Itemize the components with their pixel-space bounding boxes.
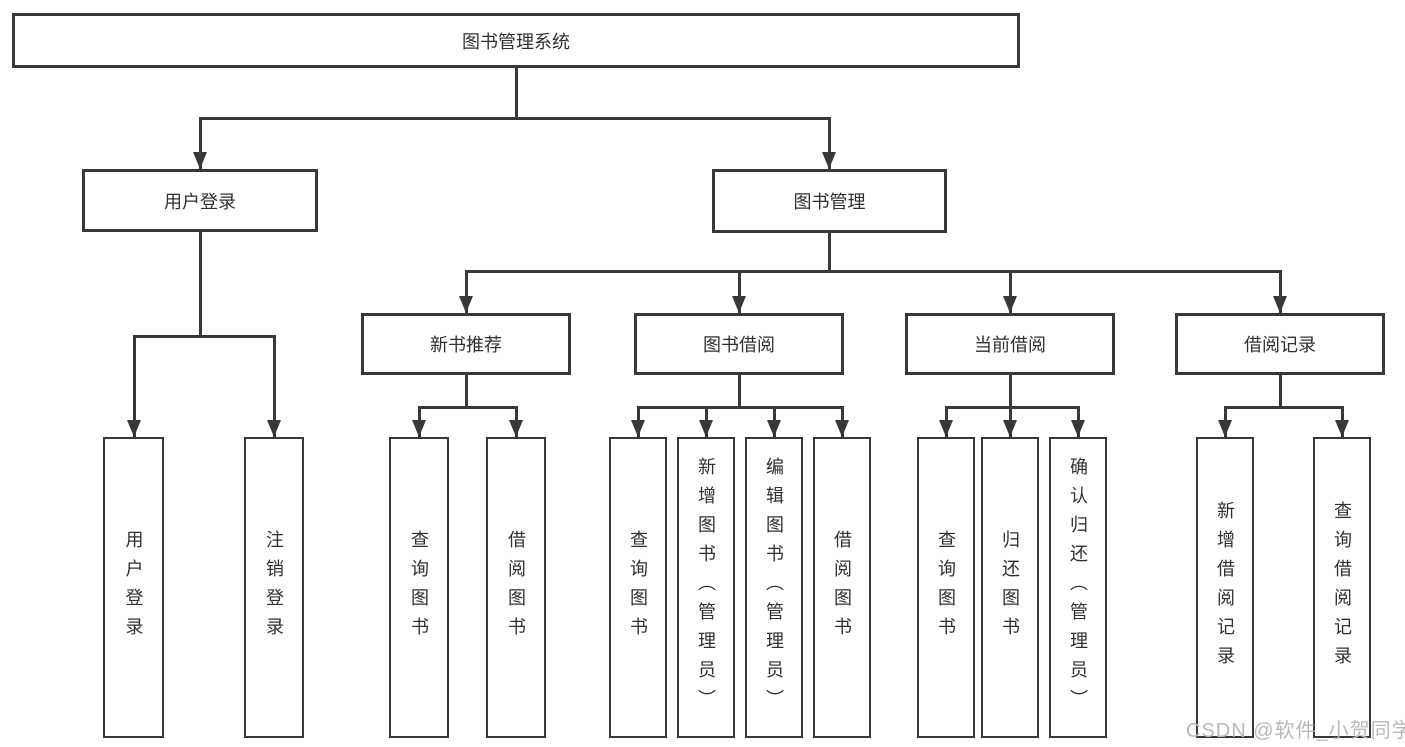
leaf-user-login: 用户登录 <box>103 437 164 738</box>
node-label: 查询图书 <box>936 529 956 646</box>
node-label: 借阅图书 <box>506 529 526 646</box>
arrowhead-down-icon <box>193 152 207 169</box>
leaf-add-books-admin: 新增图书（管理员） <box>677 437 735 738</box>
arrowhead-down-icon <box>1273 296 1287 313</box>
connector-line <box>827 116 831 169</box>
connector-line <box>1223 405 1344 409</box>
node-label: 用户登录 <box>123 529 144 646</box>
node-label: 归还图书 <box>1000 529 1020 646</box>
node-label: 用户登录 <box>164 191 236 212</box>
leaf-query-books-1: 查询图书 <box>389 437 449 738</box>
node-borrow-records: 借阅记录 <box>1175 313 1385 375</box>
connector-line <box>636 405 844 409</box>
node-label: 当前借阅 <box>974 335 1046 355</box>
connector-line <box>514 66 518 118</box>
connector-line <box>944 405 1080 409</box>
arrowhead-down-icon <box>459 296 473 313</box>
arrowhead-down-icon <box>1218 420 1232 437</box>
arrowhead-down-icon <box>1071 420 1085 437</box>
node-label: 新书推荐 <box>430 335 502 355</box>
node-label: 图书管理系统 <box>462 31 570 52</box>
arrowhead-down-icon <box>822 152 836 169</box>
connector-line <box>737 373 741 407</box>
node-label: 查询借阅记录 <box>1332 500 1352 675</box>
csdn-watermark: CSDN @软件_小贺同学 <box>1186 720 1405 742</box>
connector-line <box>198 230 202 336</box>
node-label: 借阅图书 <box>832 529 852 646</box>
arrowhead-down-icon <box>699 420 713 437</box>
arrowhead-down-icon <box>412 420 426 437</box>
connector-line <box>198 116 831 120</box>
node-label: 注销登录 <box>264 529 284 646</box>
arrowhead-down-icon <box>732 296 746 313</box>
leaf-borrow-books-2: 借阅图书 <box>813 437 871 738</box>
connector-line <box>464 373 468 407</box>
node-book-management: 图书管理 <box>712 169 947 233</box>
connector-line <box>132 334 136 437</box>
node-label: 新增图书（管理员） <box>696 457 716 718</box>
leaf-query-books-2: 查询图书 <box>609 437 667 738</box>
connector-line <box>1008 373 1012 407</box>
node-label: 新增借阅记录 <box>1215 500 1235 675</box>
leaf-edit-books-admin: 编辑图书（管理员） <box>745 437 803 738</box>
node-label: 图书管理 <box>793 192 866 212</box>
connector-line <box>737 269 741 313</box>
connector-line <box>827 231 831 271</box>
leaf-query-borrow-record: 查询借阅记录 <box>1313 437 1371 738</box>
arrowhead-down-icon <box>127 420 141 437</box>
arrowhead-down-icon <box>1003 296 1017 313</box>
connector-line <box>1278 269 1282 313</box>
node-library-management-system: 图书管理系统 <box>12 13 1020 68</box>
arrowhead-down-icon <box>939 420 953 437</box>
arrowhead-down-icon <box>1003 420 1017 437</box>
node-label: 编辑图书（管理员） <box>764 457 784 718</box>
arrowhead-down-icon <box>267 420 281 437</box>
arrowhead-down-icon <box>767 420 781 437</box>
arrowhead-down-icon <box>631 420 645 437</box>
node-current-borrow: 当前借阅 <box>905 313 1115 375</box>
connector-line <box>417 405 518 409</box>
connector-line <box>464 269 1282 273</box>
node-label: 查询图书 <box>409 529 429 646</box>
node-book-borrow: 图书借阅 <box>634 313 844 375</box>
connector-line <box>198 116 202 169</box>
leaf-logout: 注销登录 <box>244 437 304 738</box>
arrowhead-down-icon <box>1335 420 1349 437</box>
node-user-login: 用户登录 <box>82 169 318 232</box>
connector-line <box>272 334 276 437</box>
leaf-query-books-3: 查询图书 <box>917 437 975 738</box>
leaf-confirm-return-admin: 确认归还（管理员） <box>1049 437 1107 738</box>
arrowhead-down-icon <box>509 420 523 437</box>
node-label: 确认归还（管理员） <box>1068 457 1088 718</box>
connector-line <box>132 334 276 338</box>
leaf-add-borrow-record: 新增借阅记录 <box>1196 437 1254 738</box>
leaf-borrow-books-1: 借阅图书 <box>486 437 546 738</box>
connector-line <box>1008 269 1012 313</box>
node-label: 借阅记录 <box>1244 335 1316 355</box>
node-label: 查询图书 <box>628 529 648 646</box>
node-label: 图书借阅 <box>703 335 775 355</box>
node-new-book-recommend: 新书推荐 <box>361 313 571 375</box>
connector-line <box>1278 373 1282 407</box>
connector-line <box>464 269 468 313</box>
leaf-return-books: 归还图书 <box>981 437 1039 738</box>
arrowhead-down-icon <box>835 420 849 437</box>
